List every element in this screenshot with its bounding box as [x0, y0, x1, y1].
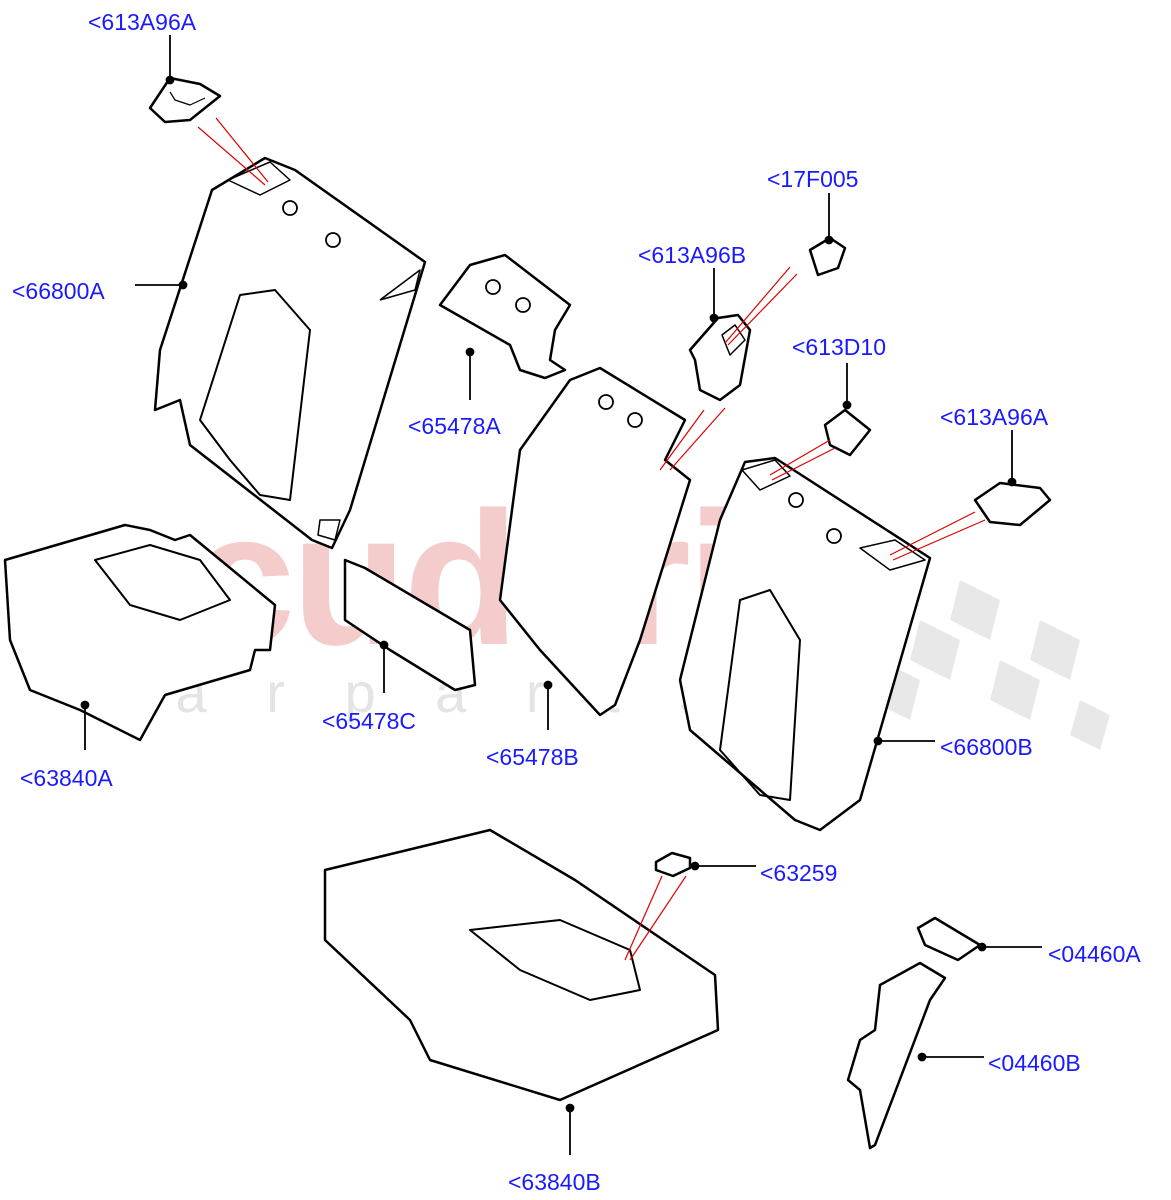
- label-65478A[interactable]: <65478A: [408, 413, 501, 439]
- part-65478B[interactable]: [498, 366, 692, 717]
- label-63259[interactable]: <63259: [760, 860, 838, 886]
- label-613A96B[interactable]: <613A96B: [638, 242, 747, 268]
- label-04460A[interactable]: <04460A: [1048, 941, 1141, 967]
- part-613A96A-top[interactable]: [148, 76, 222, 124]
- part-613A96B[interactable]: [688, 313, 752, 402]
- label-63840B[interactable]: <63840B: [508, 1169, 601, 1195]
- part-04460A[interactable]: [916, 916, 982, 962]
- label-613A96A-right[interactable]: <613A96A: [940, 404, 1049, 430]
- label-66800A[interactable]: <66800A: [12, 278, 105, 304]
- label-17F005[interactable]: <17F005: [767, 166, 859, 192]
- part-65478A[interactable]: [438, 253, 572, 380]
- part-04460B[interactable]: [846, 961, 947, 1150]
- label-613D10[interactable]: <613D10: [792, 334, 886, 360]
- part-63840A[interactable]: [3, 523, 277, 742]
- part-613D10[interactable]: [823, 408, 872, 457]
- part-65478C[interactable]: [343, 558, 477, 692]
- label-04460B[interactable]: <04460B: [988, 1050, 1081, 1076]
- part-66800A[interactable]: [153, 156, 427, 550]
- label-66800B[interactable]: <66800B: [940, 734, 1033, 760]
- part-613A96A-right[interactable]: [973, 481, 1052, 527]
- label-65478C[interactable]: <65478C: [322, 708, 416, 734]
- part-66800B[interactable]: [678, 456, 932, 832]
- label-65478B[interactable]: <65478B: [486, 744, 579, 770]
- label-63840A[interactable]: <63840A: [20, 765, 113, 791]
- label-613A96A-top[interactable]: <613A96A: [88, 9, 197, 35]
- part-63259[interactable]: [654, 851, 692, 878]
- part-63840B[interactable]: [323, 828, 720, 1102]
